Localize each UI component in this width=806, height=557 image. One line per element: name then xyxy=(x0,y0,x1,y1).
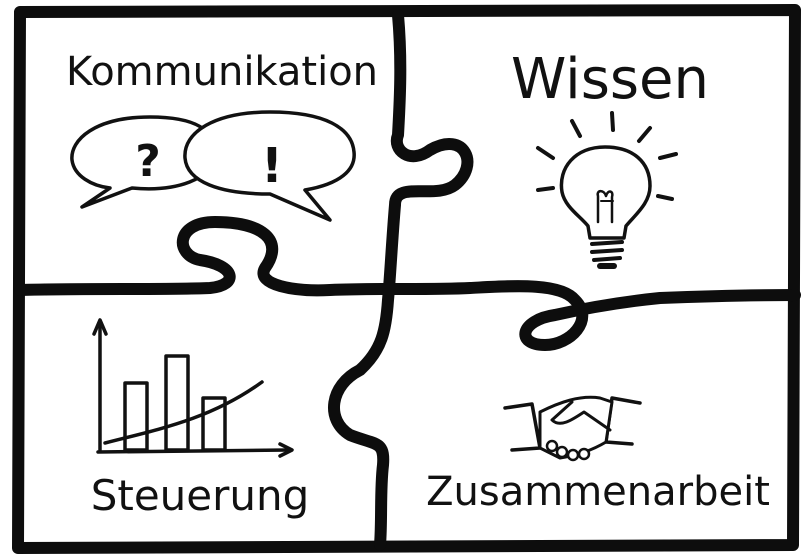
speech-bubble-exclamation-icon xyxy=(183,110,356,222)
exclamation-mark: ! xyxy=(261,138,283,194)
puzzle-frame xyxy=(12,4,801,554)
label-kommunikation: Kommunikation xyxy=(66,49,378,95)
puzzle-divider-vertical xyxy=(328,9,474,551)
puzzle-divider-horizontal xyxy=(14,216,801,351)
bar-chart-trend-icon xyxy=(92,318,294,458)
label-zusammenarbeit: Zusammenarbeit xyxy=(426,469,770,515)
handshake-icon xyxy=(503,395,642,462)
speech-bubbles-icon: ? ! xyxy=(70,110,356,222)
light-bulb-icon xyxy=(536,111,678,269)
label-wissen: Wissen xyxy=(511,47,709,112)
question-mark: ? xyxy=(135,136,161,187)
label-steuerung: Steuerung xyxy=(91,471,310,520)
